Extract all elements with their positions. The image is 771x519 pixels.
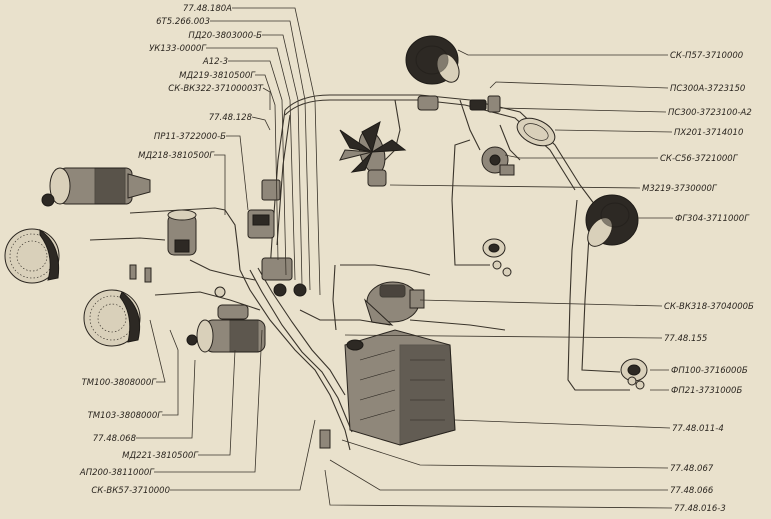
label-pd20: ПД20-3803000-Б (188, 31, 262, 41)
label-m3219: М3219-3730000Г (642, 184, 718, 194)
label-fg304: ФГ304-3711000Г (675, 214, 750, 224)
headlamp-right-icon (585, 194, 639, 247)
label-md218: МД218-3810500Г (138, 151, 215, 161)
label-sk-vk318: СК-ВК318-3704000Б (664, 302, 754, 312)
fan-motor-icon (339, 120, 407, 187)
starter-motor-icon (186, 304, 266, 353)
switch-cluster-icon (417, 95, 556, 176)
label-tm103: ТМ103-3808000Г (88, 411, 164, 421)
label-ps300a: ПС300А-3723150 (670, 84, 745, 94)
label-77-48-067: 77.48.067 (670, 464, 714, 474)
label-ap200: АП200-3811000Г (79, 468, 155, 478)
label-77-48-128: 77.48.128 (209, 113, 253, 123)
label-a12-3: А12-3 (202, 57, 228, 67)
label-uk133: УК133-0000Г (149, 44, 207, 54)
label-77-48-066: 77.48.066 (670, 486, 714, 496)
label-pr11: ПР11-3722000-Б (154, 132, 226, 142)
label-ps300: ПС300-3723100-А2 (668, 108, 752, 118)
label-6t5-266-003: 6Т5.266.003 (156, 17, 210, 27)
label-77-48-016-3: 77.48.016-3 (674, 504, 726, 514)
socket-icon (482, 238, 512, 277)
relay-box-icon (247, 179, 307, 297)
side-lamp-icon (620, 358, 648, 390)
voltage-regulator-icon (363, 281, 425, 326)
label-77-48-155: 77.48.155 (664, 334, 707, 344)
label-77-48-068: 77.48.068 (93, 434, 137, 444)
label-sk-s56: СК-С56-3721000Г (660, 154, 739, 164)
headlamp-left-icon (4, 228, 60, 284)
labels-bottom-left: ТМ100-3808000Г ТМ103-3808000Г 77.48.068 … (79, 378, 199, 496)
label-77-48-180a: 77.48.180А (183, 4, 232, 14)
label-fp21: ФП21-3731000Б (671, 386, 742, 396)
label-sk-vk322: СК-ВК322-3710000ЗТ (168, 84, 263, 94)
label-md219: МД219-3810500Г (179, 71, 256, 81)
label-sk-vk57: СК-ВК57-3710000 (91, 486, 170, 496)
ignition-coil-icon (167, 209, 197, 256)
generator-icon (41, 167, 151, 207)
sensor-icon (129, 264, 331, 449)
labels-top-left: 77.48.180А 6Т5.266.003 ПД20-3803000-Б УК… (138, 4, 264, 161)
label-77-48-011-4: 77.48.011-4 (672, 424, 724, 434)
battery-icon (344, 329, 456, 446)
labels-right: СК-П57-3710000 ПС300А-3723150 ПС300-3723… (642, 51, 754, 514)
label-md221: МД221-3810500Г (122, 451, 199, 461)
headlamp-lower-left-icon (83, 289, 141, 347)
label-fp100: ФП100-3716000Б (671, 366, 748, 376)
headlamp-top-icon (405, 35, 460, 85)
label-px201: ПХ201-3714010 (674, 128, 743, 138)
leader-lines (136, 7, 673, 509)
label-sk-p57: СК-П57-3710000 (670, 51, 743, 61)
label-tm100: ТМ100-3808000Г (82, 378, 158, 388)
